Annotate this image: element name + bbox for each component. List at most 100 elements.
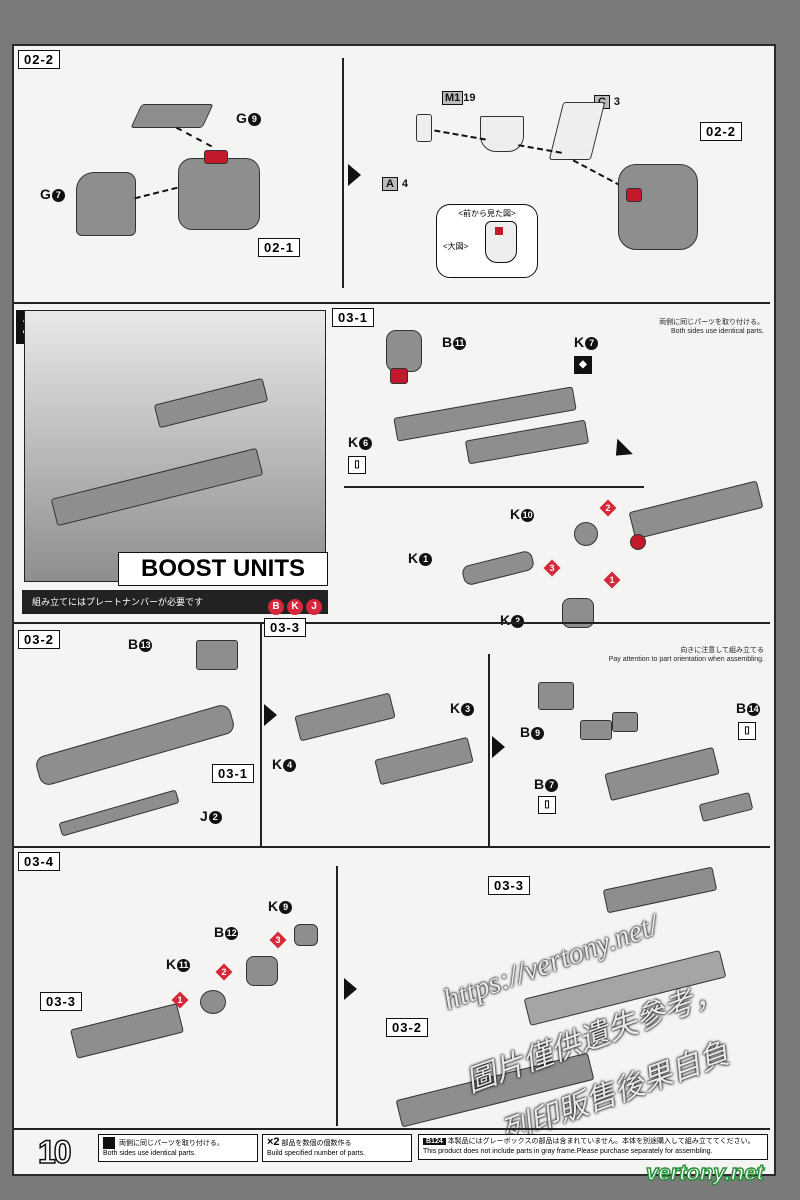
step-tag-03-4: 03-4 — [18, 852, 61, 871]
head-red-sensor — [204, 150, 228, 164]
next-step-arrow — [492, 736, 505, 758]
divider — [342, 58, 344, 288]
vfin-m119 — [480, 116, 524, 152]
front-view-callout: <前から見た図> <大図> — [436, 204, 538, 278]
label-a: A 4 — [382, 174, 408, 191]
both-sides-note: 両側に同じパーツを取り付ける。Both sides use identical … — [659, 319, 764, 335]
divider — [336, 866, 338, 1126]
head-part-g7 — [76, 172, 136, 236]
legend-both-sides: 両側に同じパーツを取り付ける。Both sides use identical … — [98, 1134, 258, 1162]
step-tag-02-2: 02-2 — [700, 122, 743, 141]
plate-k-badge: K — [287, 599, 303, 615]
boost-assembled — [33, 702, 237, 788]
divider — [14, 302, 770, 304]
part-j2 — [58, 789, 180, 837]
next-step-arrow — [264, 704, 277, 726]
divider — [14, 1128, 770, 1130]
part-k2 — [562, 598, 594, 628]
step-tag-03-1: 03-1 — [332, 308, 375, 327]
part-k10 — [574, 522, 598, 546]
order-mark-1: 1 — [603, 571, 621, 589]
part-k11 — [200, 990, 226, 1014]
part-b7-b — [612, 712, 638, 732]
step-tag-03-3: 03-3 — [40, 992, 83, 1011]
step-tag-03-3: 03-3 — [488, 876, 531, 895]
gray-code: B124 — [423, 1138, 446, 1145]
order-mark-2: 2 — [215, 963, 233, 981]
boost-units-render — [24, 310, 326, 582]
order-mark-3: 3 — [269, 931, 287, 949]
callout-front-text: <前から見た図> — [458, 209, 516, 218]
divider — [14, 846, 770, 848]
part-b11 — [386, 330, 422, 372]
next-step-arrow — [348, 164, 361, 186]
part-b13 — [196, 640, 238, 670]
identical-parts-icon: ▯ — [348, 456, 366, 474]
part-b14 — [698, 791, 754, 823]
page-number: 10 — [37, 1133, 72, 1171]
part-k4 — [294, 692, 396, 742]
plate-note: 組み立てにはプレートナンバーが必要です — [32, 597, 204, 607]
vfin-a4 — [416, 114, 432, 142]
head-part-g9 — [130, 104, 214, 128]
callout-large-text: <大図> — [443, 242, 469, 251]
divider — [260, 624, 262, 846]
identical-parts-icon: ◆ — [574, 356, 592, 374]
plate-b-badge: B — [268, 599, 284, 615]
divider — [344, 486, 644, 488]
part-k1 — [460, 549, 536, 587]
boost-body — [604, 746, 720, 802]
part-k3 — [374, 736, 474, 786]
next-step-arrow-down — [608, 438, 633, 464]
part-k9 — [294, 924, 318, 946]
part-b9 — [538, 682, 574, 710]
x2-mark: ×2 — [267, 1136, 280, 1148]
order-mark-3: 3 — [543, 559, 561, 577]
head-red-sensor — [495, 227, 503, 235]
identical-parts-icon: ▯ — [738, 722, 756, 740]
identical-parts-icon — [103, 1137, 115, 1149]
plate-j-badge: J — [306, 599, 322, 615]
step-tag-03-2: 03-2 — [18, 630, 61, 649]
next-step-arrow — [344, 978, 357, 1000]
part-b11-joint — [390, 368, 408, 384]
site-watermark: vertony.net — [645, 1159, 764, 1186]
step-tag-03-1: 03-1 — [212, 764, 255, 783]
boost-upper-final — [602, 866, 718, 914]
boost-unit-lower — [50, 447, 264, 527]
step-tag-02-1: 02-1 — [258, 238, 301, 257]
head-assembled — [618, 164, 698, 250]
step-tag-03-2: 03-2 — [386, 1018, 429, 1037]
legend-gray-frame: B124 本製品にはグレーボックスの部品は含まれていません。本体を別途購入して組… — [418, 1134, 768, 1160]
divider — [488, 654, 490, 846]
head-core — [178, 158, 260, 230]
boost-units-title: BOOST UNITS — [118, 552, 328, 586]
step-tag-02-2: 02-2 — [18, 50, 61, 69]
boost-main-body — [628, 480, 764, 540]
divider — [14, 622, 770, 624]
order-mark-2: 2 — [599, 499, 617, 517]
boost-body-03-3 — [70, 1003, 184, 1059]
part-b12 — [246, 956, 278, 986]
